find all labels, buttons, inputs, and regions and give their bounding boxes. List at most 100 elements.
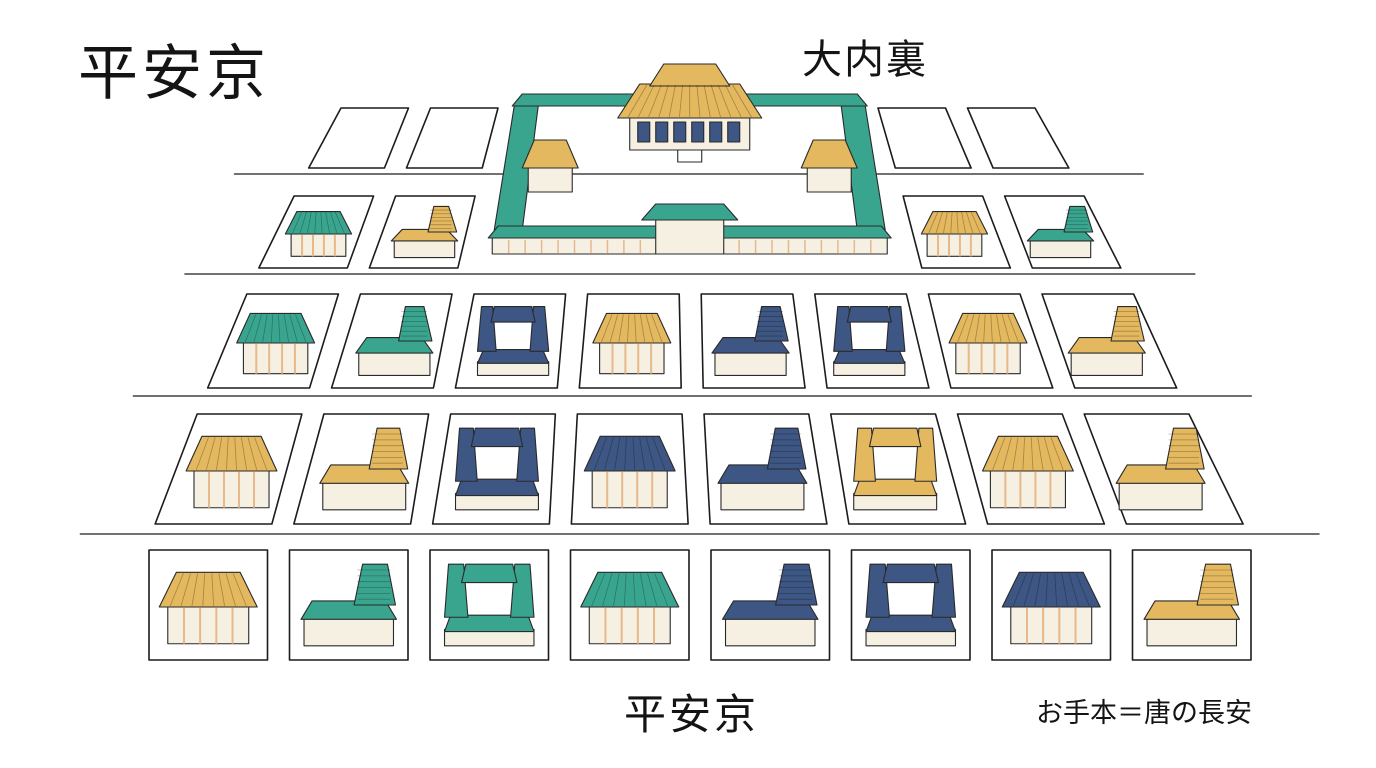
house-wall [1118, 480, 1203, 511]
roof-tile-line [928, 212, 939, 234]
roof-tile-line [278, 314, 281, 343]
house-wall [588, 604, 671, 645]
house-wall [926, 231, 983, 257]
roof-tile-line [961, 212, 966, 234]
roof-tile-line [609, 314, 619, 343]
side-hall-roof [521, 139, 579, 169]
roof-tile-line [295, 314, 307, 343]
roof-tile-line [648, 84, 662, 118]
roof-tile-line [215, 437, 223, 471]
roof-tile-line [950, 212, 953, 234]
city-block [956, 413, 1106, 525]
city-block [710, 549, 831, 661]
city-block [569, 549, 690, 661]
roof-tile-line [703, 84, 711, 118]
side-hall-wall [527, 165, 573, 193]
roof-tile-line [623, 573, 627, 607]
house-roof [353, 563, 397, 606]
house-roof [754, 306, 789, 342]
roof-tile-line [218, 573, 225, 607]
city-block [405, 107, 499, 169]
roof-tile-line [640, 573, 647, 607]
roof-tile-line [1061, 573, 1068, 607]
roof-tile-line [983, 314, 986, 343]
roof-tile-line [957, 314, 969, 343]
main-hall-upper-roof [649, 63, 731, 87]
roof-tile-line [601, 314, 613, 343]
city-block [1083, 413, 1244, 525]
roof-tile-line [624, 437, 627, 471]
block-outline [877, 107, 972, 169]
city-block [1003, 195, 1122, 269]
roof-tile-line [240, 437, 248, 471]
roof-tile-line [270, 314, 274, 343]
roof-tile-line [334, 212, 345, 234]
roof-tile-line [725, 84, 742, 118]
house-roof [580, 571, 680, 608]
map-title: 平安京 [78, 39, 270, 109]
roof-tile-line [632, 437, 636, 471]
roof-tile-line [1001, 314, 1011, 343]
roof-tile-line [645, 314, 654, 343]
house-roof [470, 427, 524, 448]
main-hall-steps [677, 149, 703, 163]
roof-tile-line [652, 437, 666, 471]
house-wall [714, 350, 787, 376]
roof-tile-line [1002, 437, 1012, 471]
roof-tile-line [645, 437, 656, 471]
city-block [703, 413, 828, 525]
roof-tile-line [594, 437, 608, 471]
roof-tile-line [732, 84, 752, 118]
roof-tile-line [965, 314, 975, 343]
house-roof [853, 427, 876, 482]
roof-tile-line [195, 437, 209, 471]
roof-tile-line [1068, 573, 1079, 607]
city-block [293, 413, 430, 525]
roof-tile-line [232, 573, 247, 607]
roof-tile-line [254, 437, 268, 471]
roof-tile-line [314, 212, 317, 234]
palace-gate-roof [641, 203, 739, 221]
side-hall-roof [800, 139, 858, 169]
roof-tile-line [325, 212, 330, 234]
roof-tile-line [1050, 437, 1064, 471]
house-wall [591, 468, 668, 509]
roof-tile-line [205, 437, 216, 471]
house-roof [868, 427, 922, 448]
city-block [927, 293, 1054, 389]
house-wall [322, 480, 407, 511]
house-wall [358, 350, 431, 376]
house-wall [1010, 604, 1093, 645]
roof-tile-line [935, 212, 943, 234]
house-wall [167, 604, 250, 645]
roof-tile-line [225, 573, 236, 607]
roof-tile-line [614, 437, 621, 471]
house-roof [775, 563, 818, 606]
city-block [258, 195, 375, 269]
roof-tile-line [956, 212, 959, 234]
house-roof [766, 427, 807, 470]
city-block [288, 549, 409, 661]
roof-tile-line [283, 314, 290, 343]
city-block [814, 293, 930, 389]
roof-tile-line [247, 437, 258, 471]
roof-tile-line [307, 212, 312, 234]
house-roof [1063, 205, 1094, 233]
roof-tile-line [253, 314, 262, 343]
house-wall [1146, 616, 1238, 647]
city-block [991, 549, 1112, 661]
house-roof [1001, 571, 1101, 608]
house-roof [427, 205, 458, 233]
roof-tile-line [970, 212, 981, 234]
roof-tile-line [943, 212, 948, 234]
house-roof [1110, 306, 1145, 342]
house-wall [242, 340, 309, 375]
roof-tile-line [668, 84, 676, 118]
roof-tile-line [1054, 573, 1058, 607]
house-roof [368, 427, 409, 470]
roof-tile-line [632, 573, 636, 607]
house-wall [193, 468, 270, 509]
street-lines [79, 173, 1320, 535]
city-block [829, 413, 967, 525]
